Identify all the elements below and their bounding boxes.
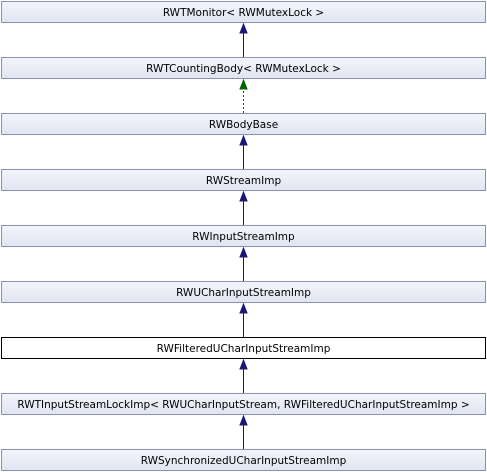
class-node[interactable]: RWTMonitor< RWMutexLock > — [1, 1, 486, 23]
class-node-box — [1, 225, 486, 247]
class-node-label: RWStreamImp — [206, 175, 282, 187]
inheritance-edge — [239, 190, 248, 225]
class-node-box — [1, 113, 486, 135]
inheritance-edge — [239, 134, 248, 169]
class-node-label: RWUCharInputStreamImp — [176, 287, 311, 299]
class-node[interactable]: RWTInputStreamLockImp< RWUCharInputStrea… — [1, 393, 486, 415]
arrowhead-icon — [239, 134, 248, 146]
arrowhead-icon — [239, 358, 248, 370]
arrowhead-icon — [239, 414, 248, 426]
arrowhead-icon — [239, 246, 248, 258]
edges-layer — [239, 22, 248, 449]
class-node[interactable]: RWBodyBase — [1, 113, 486, 135]
class-node-box — [1, 337, 486, 359]
inheritance-edge — [239, 246, 248, 281]
inheritance-edge — [239, 414, 248, 449]
class-node-box — [1, 449, 486, 471]
inheritance-edge — [239, 358, 248, 393]
arrowhead-icon — [239, 78, 248, 90]
class-node-box — [1, 1, 486, 23]
inheritance-edge — [239, 302, 248, 337]
arrowhead-icon — [239, 190, 248, 202]
arrowhead-icon — [239, 302, 248, 314]
class-node[interactable]: RWUCharInputStreamImp — [1, 281, 486, 303]
inheritance-edge — [239, 22, 248, 57]
class-node[interactable]: RWSynchronizedUCharInputStreamImp — [1, 449, 486, 471]
class-node[interactable]: RWStreamImp — [1, 169, 486, 191]
class-node-label: RWTInputStreamLockImp< RWUCharInputStrea… — [17, 399, 469, 411]
class-node[interactable]: RWFilteredUCharInputStreamImp — [1, 337, 486, 359]
class-node-label: RWSynchronizedUCharInputStreamImp — [141, 455, 347, 467]
class-node-box — [1, 281, 486, 303]
class-node-box — [1, 169, 486, 191]
class-node[interactable]: RWTCountingBody< RWMutexLock > — [1, 57, 486, 79]
class-node-label: RWTMonitor< RWMutexLock > — [163, 7, 324, 19]
template-instance-edge — [239, 78, 248, 113]
class-node-box — [1, 393, 486, 415]
class-node[interactable]: RWInputStreamImp — [1, 225, 486, 247]
class-node-label: RWTCountingBody< RWMutexLock > — [146, 63, 341, 75]
class-node-label: RWFilteredUCharInputStreamImp — [157, 343, 331, 355]
class-node-label: RWInputStreamImp — [192, 231, 295, 243]
class-node-box — [1, 57, 486, 79]
arrowhead-icon — [239, 22, 248, 34]
class-node-label: RWBodyBase — [209, 119, 278, 131]
